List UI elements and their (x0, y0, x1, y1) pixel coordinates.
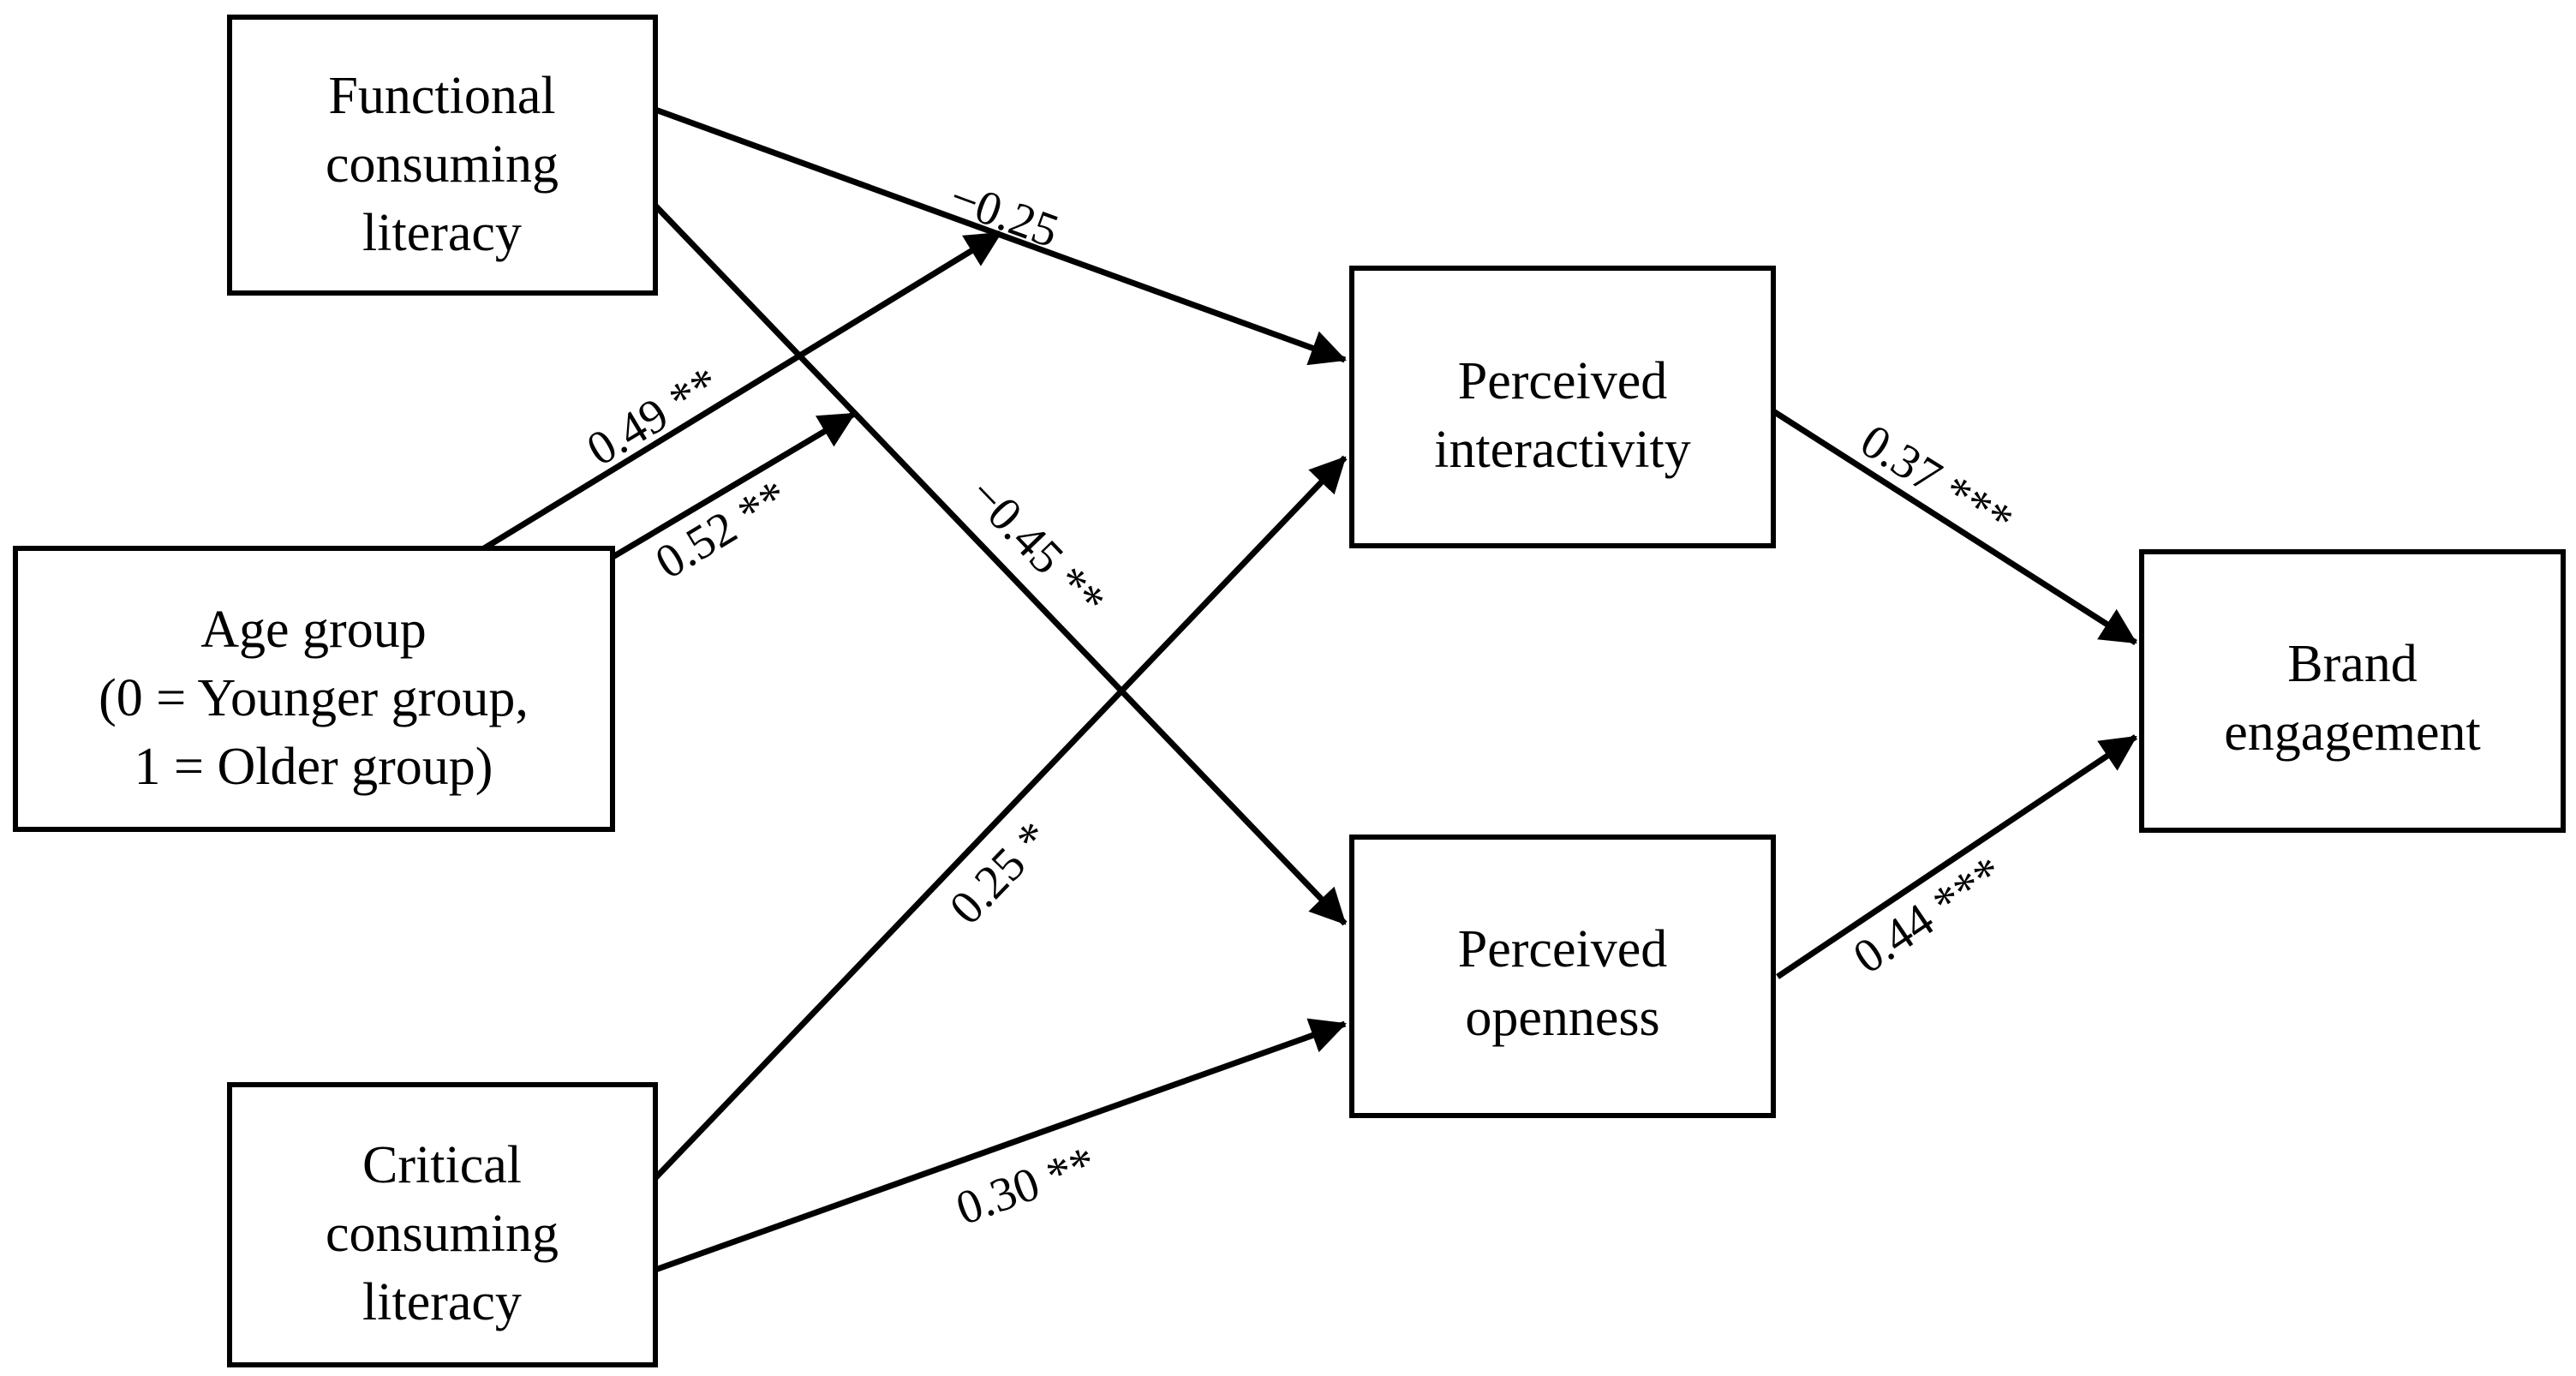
node-functional-consuming-literacy: Functional consuming literacy (227, 15, 658, 296)
node-functional-line-1: Functional (328, 67, 555, 125)
node-age-group: Age group (0 = Younger group, 1 = Older … (13, 546, 615, 832)
node-perceived-interactivity: Perceived interactivity (1349, 266, 1776, 548)
edge-label-interactivity-engagement: 0.37 *** (1851, 414, 2022, 547)
node-critical-line-2: consuming (326, 1205, 559, 1263)
node-openness-line-1: Perceived (1458, 920, 1667, 978)
edge-label-age-functional-openness: 0.52 ** (647, 470, 798, 589)
node-functional-line-3: literacy (362, 204, 522, 262)
node-engagement-line-2: engagement (2224, 703, 2481, 762)
arrow-age-to-functional-openness-path (608, 410, 856, 562)
arrow-interactivity-to-engagement (1772, 409, 2137, 645)
node-critical-consuming-literacy: Critical consuming literacy (227, 1082, 658, 1367)
edge-label-critical-openness: 0.30 ** (949, 1136, 1103, 1235)
edge-label-critical-interactivity: 0.25 * (940, 811, 1061, 935)
arrow-age-to-functional-interactivity-path (482, 230, 1002, 551)
node-interactivity-line-1: Perceived (1458, 352, 1667, 410)
node-critical-line-3: literacy (362, 1273, 522, 1331)
node-critical-line-1: Critical (362, 1136, 522, 1194)
edge-label-functional-interactivity: −0.25 (943, 171, 1066, 259)
node-age-line-1: Age group (200, 601, 426, 659)
node-interactivity-line-2: interactivity (1434, 421, 1691, 479)
arrow-critical-to-interactivity (653, 455, 1348, 1181)
node-age-line-3: 1 = Older group) (134, 738, 493, 796)
arrow-openness-to-engagement (1776, 734, 2137, 979)
node-engagement-line-1: Brand (2287, 635, 2418, 693)
node-functional-line-2: consuming (326, 135, 559, 194)
arrow-critical-to-openness (654, 1018, 1347, 1273)
node-brand-engagement: Brand engagement (2139, 549, 2566, 833)
edge-label-age-functional-interactivity: 0.49 ** (578, 356, 729, 476)
arrow-functional-to-openness (653, 203, 1348, 926)
node-perceived-openness: Perceived openness (1349, 835, 1776, 1118)
node-openness-line-2: openness (1465, 989, 1659, 1047)
node-age-line-2: (0 = Younger group, (99, 669, 529, 727)
